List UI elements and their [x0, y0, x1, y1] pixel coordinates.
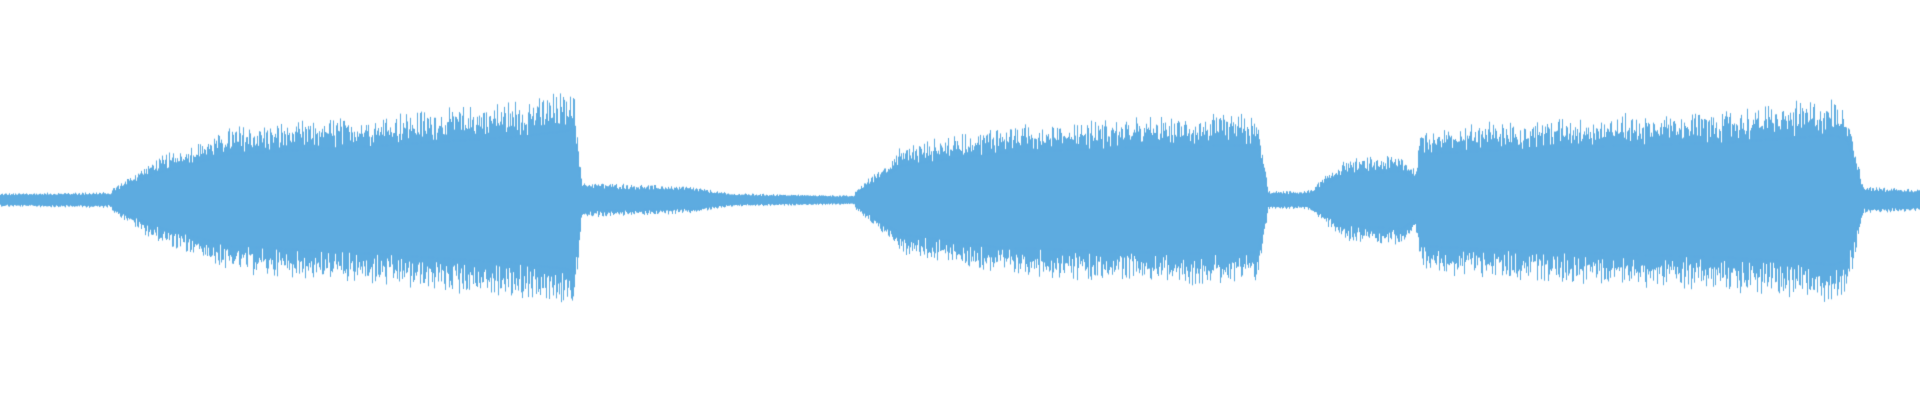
audio-waveform — [0, 0, 1920, 400]
